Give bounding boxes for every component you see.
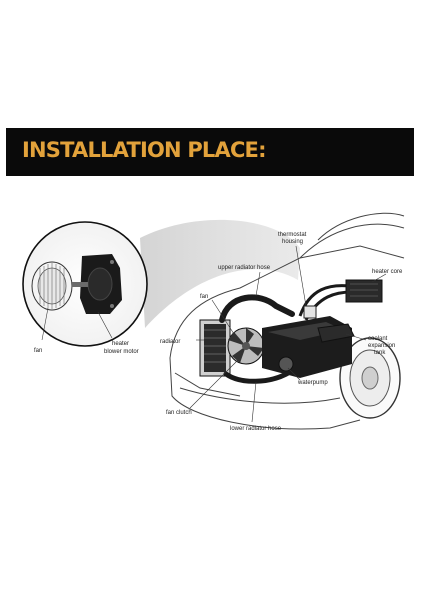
label-fan: fan [200,294,208,300]
label-heater-core: heater core [372,269,403,275]
label-inset-fan: fan [34,348,42,354]
banner-title: INSTALLATION PLACE: [22,138,267,162]
label-coolant-expansion-tank: coolant [368,336,388,342]
engine-fan [227,327,265,365]
title-banner: INSTALLATION PLACE: [6,128,414,176]
label-upper-radiator-hose: upper radiator hose [218,265,271,271]
car-cooling-system-diagram: fan heater blower motor [22,212,405,432]
blower-motor-inset [22,221,148,347]
label-heater-blower-motor: heater [112,341,129,347]
image-frame: INSTALLATION PLACE: [0,88,424,512]
heater-core [345,279,383,303]
label-fan-clutch: fan clutch [166,410,192,416]
label-heater-blower-motor-2: blower motor [104,349,139,355]
blower-fan-cage [31,261,73,311]
upper-radiator-hose [219,294,295,323]
waterpump [278,356,294,372]
blower-motor-body [72,254,122,314]
car-outline [169,212,405,430]
radiator [199,319,231,377]
front-wheel [339,337,401,419]
label-lower-radiator-hose: lower radiator hose [230,426,282,432]
callout-beam [140,219,300,328]
label-coolant-expansion-tank-3: tank [374,350,386,356]
label-waterpump: waterpump [297,380,328,386]
thermostat-housing [303,305,317,319]
coolant-expansion-tank [317,323,355,343]
label-coolant-expansion-tank-2: expansion [368,343,395,349]
leader-lines [189,245,387,423]
label-radiator: radiator [160,339,180,345]
lower-radiator-hose [223,369,293,384]
label-thermostat-housing-2: housing [282,239,303,245]
label-thermostat-housing: thermostat [278,232,307,238]
